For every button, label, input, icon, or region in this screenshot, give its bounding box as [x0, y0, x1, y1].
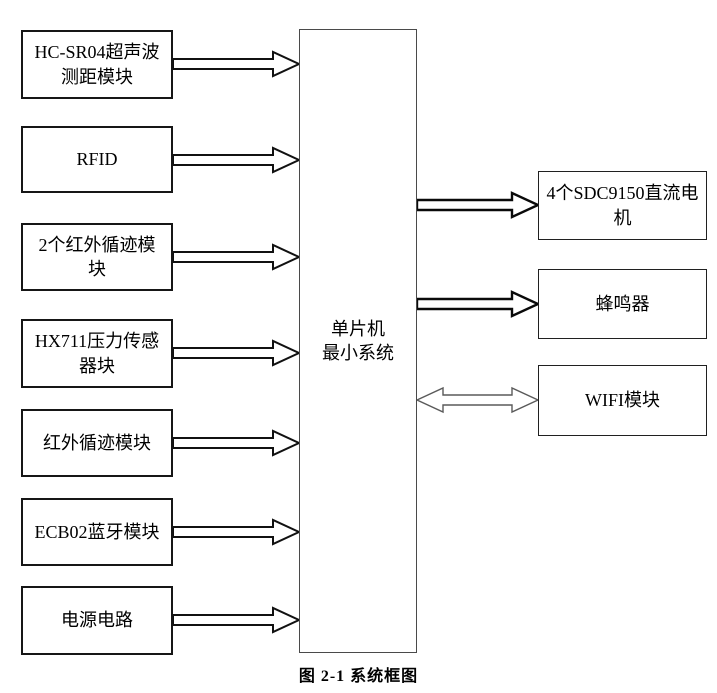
arrow-rfid-to-mcu	[172, 146, 302, 174]
arrow-mcu-to-motor	[415, 191, 541, 219]
module-box-power: 电源电路	[21, 586, 173, 655]
arrow-infrared-to-mcu	[172, 429, 302, 457]
module-box-hx711: HX711压力传感 器块	[21, 319, 173, 388]
mcu-box: 单片机 最小系统	[299, 29, 417, 653]
module-box-dual-infrared: 2个红外循迹模 块	[21, 223, 173, 291]
arrow-power-to-mcu	[172, 606, 302, 634]
arrow-mcu-to-buzzer	[415, 290, 541, 318]
module-box-wifi: WIFI模块	[538, 365, 707, 436]
module-box-infrared: 红外循迹模块	[21, 409, 173, 477]
module-box-bluetooth: ECB02蓝牙模块	[21, 498, 173, 566]
module-box-motor: 4个SDC9150直流电 机	[538, 171, 707, 240]
arrow-bluetooth-to-mcu	[172, 518, 302, 546]
module-box-ultrasonic: HC-SR04超声波 测距模块	[21, 30, 173, 99]
module-box-buzzer: 蜂鸣器	[538, 269, 707, 339]
arrow-dual-infrared-to-mcu	[172, 243, 302, 271]
module-box-rfid: RFID	[21, 126, 173, 193]
arrow-ultrasonic-to-mcu	[172, 50, 302, 78]
figure-caption: 图 2-1 系统框图	[298, 668, 419, 685]
arrow-hx711-to-mcu	[172, 339, 302, 367]
arrow-mcu-wifi-bidirectional	[415, 386, 540, 414]
